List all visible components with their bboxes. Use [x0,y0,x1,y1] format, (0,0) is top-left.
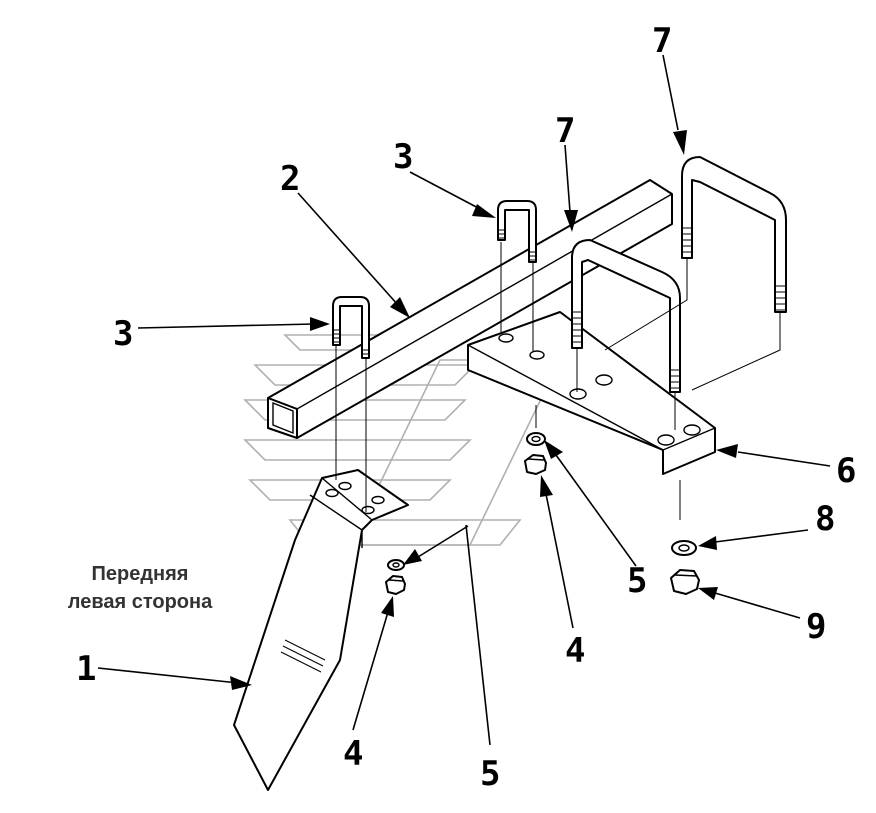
orientation-caption: Передняя левая сторона [40,560,240,616]
leader-3-left [137,323,315,329]
u-bolt-small-right-part-3 [497,200,537,352]
washer-center-part-5 [526,432,546,446]
callout-5-bottom: 5 [480,754,500,794]
leader-1 [97,667,239,684]
callout-9: 9 [806,607,826,647]
leader-5-left [417,525,469,558]
leader-8 [714,529,809,543]
nut-center-part-4 [524,454,547,475]
leader-5-center [555,454,637,567]
leader-2 [297,192,399,306]
leader-lines [97,54,831,746]
callout-7-right: 7 [652,21,672,61]
caption-line-2: левая сторона [67,591,213,613]
leader-7-right [662,54,679,131]
callout-7-left: 7 [555,111,575,151]
nut-part-9 [670,569,700,595]
callout-3-left: 3 [113,314,133,354]
callout-4-left: 4 [343,734,363,774]
mounting-plate-part-6 [467,311,716,475]
leader-9 [714,592,801,619]
blade-bracket-part-1 [233,469,409,791]
callout-6: 6 [836,451,856,491]
u-bolt-large-front-part-7 [571,239,681,430]
nut-left-part-4 [385,575,406,595]
callout-3-right: 3 [393,137,413,177]
leader-7-left [564,144,571,213]
u-bolt-small-left-part-3 [332,296,370,512]
callout-1: 1 [76,649,96,689]
callout-2: 2 [280,159,300,199]
callout-5-center: 5 [627,561,647,601]
leader-3-right [409,171,483,211]
square-tube-part-2 [267,179,673,439]
callout-labels: 1 2 3 3 7 7 6 8 9 5 4 4 5 [76,21,856,794]
caption-line-1: Передняя [91,563,189,585]
callout-8: 8 [815,499,835,539]
leader-4-left [352,611,389,731]
u-bolt-large-back-part-7 [604,156,787,391]
leader-4-center [545,493,574,629]
leader-6 [737,451,831,467]
callout-4-center: 4 [565,631,585,671]
washer-part-8 [671,540,697,556]
washer-left-part-5 [387,559,405,571]
center-axis-line [535,405,681,520]
leader-5-bottom [465,524,491,746]
